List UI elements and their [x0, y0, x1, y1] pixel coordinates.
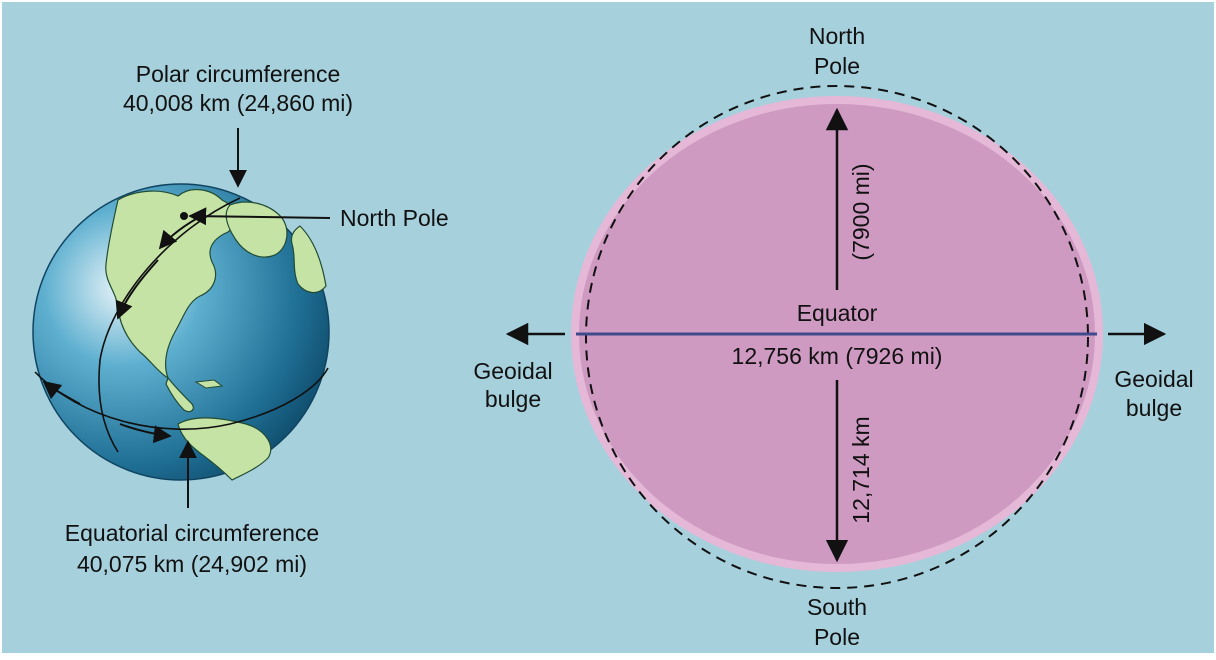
globe-land-caribbean — [194, 379, 224, 389]
equatorial-circumference-label: Equatorial circumference — [65, 520, 319, 546]
equator-diameter-value: 12,756 km (7926 mi) — [732, 343, 943, 369]
left-bulge-label-line1: Geoidal — [473, 358, 552, 384]
north-pole-dot — [180, 212, 188, 220]
globe — [32, 183, 330, 481]
north-pole-title-line1: North — [809, 23, 865, 49]
globe-land-south-america — [177, 417, 272, 481]
globe-panel: Polar circumference 40,008 km (24,860 mi… — [32, 61, 449, 577]
polar-meridian-line — [98, 197, 241, 453]
right-bulge-label-line1: Geoidal — [1114, 366, 1193, 392]
equator-arrow-right — [119, 423, 172, 444]
polar-diameter-miles: (7900 mi) — [848, 163, 874, 260]
north-pole-title-line2: Pole — [814, 53, 860, 79]
cross-section-panel: North Pole South Pole (7900 mi) 12,714 k… — [473, 23, 1193, 650]
equator-label: Equator — [797, 300, 878, 326]
right-bulge-label-line2: bulge — [1126, 395, 1182, 421]
left-bulge-label-line2: bulge — [485, 386, 541, 412]
polar-circumference-value: 40,008 km (24,860 mi) — [123, 90, 353, 116]
globe-land-central-america — [165, 376, 194, 413]
south-pole-title-line1: South — [807, 594, 867, 620]
reference-sphere-dashed — [585, 85, 1089, 589]
meridian-arrow-lower — [115, 259, 159, 320]
equatorial-circumference-value: 40,075 km (24,902 mi) — [77, 551, 307, 577]
globe-land-eurasia — [290, 225, 327, 294]
polar-circumference-label: Polar circumference — [136, 61, 341, 87]
north-pole-pointer — [188, 207, 331, 226]
polar-diameter-km: 12,714 km — [848, 416, 874, 523]
equator-arrow-left — [42, 380, 81, 405]
north-pole-label: North Pole — [340, 205, 449, 231]
south-pole-title-line2: Pole — [814, 624, 860, 650]
